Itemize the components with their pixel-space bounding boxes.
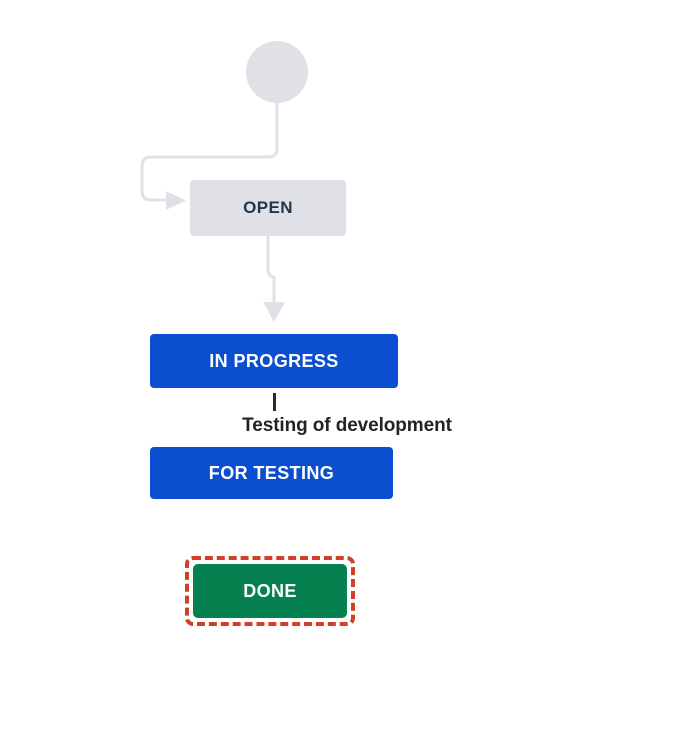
connector-open-to-in-progress — [266, 234, 276, 308]
transition-connector-tick — [273, 393, 276, 411]
status-node-open[interactable]: OPEN — [190, 180, 346, 236]
start-node[interactable] — [246, 41, 308, 103]
status-node-done-selection-outline[interactable]: DONE — [185, 556, 355, 626]
status-node-done-label: DONE — [243, 580, 297, 601]
transition-label-testing-of-development[interactable]: Testing of development — [242, 415, 452, 436]
arrowhead-start-to-open — [166, 191, 186, 210]
status-node-for-testing-label: FOR TESTING — [208, 462, 335, 483]
status-node-for-testing[interactable]: FOR TESTING — [150, 447, 393, 499]
status-node-done[interactable]: DONE — [193, 564, 347, 618]
arrowhead-open-to-in-progress — [263, 302, 285, 322]
status-node-in-progress-label: IN PROGRESS — [209, 350, 339, 371]
status-node-in-progress[interactable]: IN PROGRESS — [150, 334, 398, 388]
status-node-open-label: OPEN — [243, 198, 293, 217]
